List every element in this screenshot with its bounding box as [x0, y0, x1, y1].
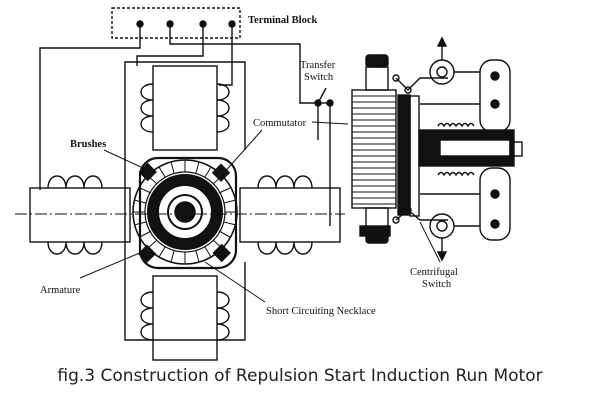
- centrifugal-switch-label-1: Centrifugal: [410, 267, 458, 278]
- leader-lines: [79, 121, 441, 303]
- brushes: [137, 162, 231, 263]
- armature-label: Armature: [40, 285, 81, 296]
- centrifugal-switch: [420, 36, 511, 262]
- field-wires: [39, 24, 318, 190]
- armature-assembly: [132, 156, 238, 270]
- figure-caption: fig.3 Construction of Repulsion Start In…: [57, 366, 543, 386]
- transfer-switch: [314, 87, 334, 226]
- short-circuiting-necklace-label: Short Circuiting Necklace: [266, 306, 376, 317]
- right-field-pole: [239, 175, 341, 255]
- rotor-side-view: [351, 54, 523, 244]
- stator-frame: [124, 61, 246, 341]
- terminal-block-label: Terminal Block: [248, 15, 317, 26]
- top-field-pole: [140, 65, 230, 151]
- transfer-switch-label-2: Switch: [304, 72, 334, 83]
- commutator-label: Commutator: [253, 118, 307, 129]
- brushes-label: Brushes: [70, 139, 106, 150]
- terminal-block: [111, 7, 241, 39]
- left-field-pole: [29, 175, 131, 255]
- transfer-switch-label-1: Transfer: [300, 60, 336, 71]
- bottom-field-pole: [140, 275, 230, 361]
- centrifugal-switch-label-2: Switch: [422, 279, 452, 290]
